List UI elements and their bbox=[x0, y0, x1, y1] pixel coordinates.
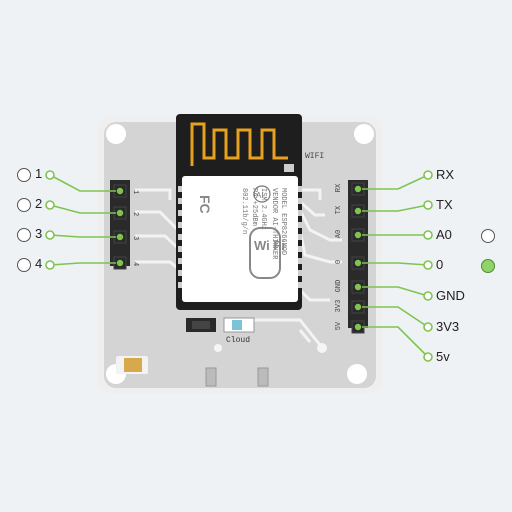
pin-dot[interactable] bbox=[354, 303, 362, 311]
silk-left: 1 2 3 4 bbox=[131, 190, 139, 266]
wire bbox=[49, 204, 116, 214]
left-pin-label: 2 bbox=[35, 196, 43, 211]
wire-terminal[interactable] bbox=[45, 200, 55, 210]
wire-terminal[interactable] bbox=[423, 291, 433, 301]
wire-terminal[interactable] bbox=[423, 230, 433, 240]
pin-state-toggle[interactable] bbox=[17, 198, 31, 212]
pin-dot[interactable] bbox=[354, 259, 362, 267]
esp-module bbox=[176, 114, 302, 310]
svg-text:Wi Fi: Wi Fi bbox=[254, 238, 285, 253]
wire bbox=[49, 234, 116, 238]
mount-hole-br bbox=[347, 364, 367, 384]
wire-terminal[interactable] bbox=[45, 260, 55, 270]
pin-dot[interactable] bbox=[354, 283, 362, 291]
pin-dot[interactable] bbox=[116, 259, 124, 267]
pin-state-toggle[interactable] bbox=[17, 168, 31, 182]
chip-pa: PA +25dBm bbox=[250, 188, 258, 226]
pad bbox=[205, 367, 217, 387]
left-pin-label: 3 bbox=[35, 226, 43, 241]
chip-ism: ISM 2.4GHz bbox=[259, 188, 267, 230]
wire-terminal[interactable] bbox=[423, 322, 433, 332]
right-pin-label: RX bbox=[436, 167, 455, 182]
silk-right-label: A0 bbox=[335, 230, 343, 238]
wire bbox=[362, 204, 429, 212]
right-pin-label: GND bbox=[436, 288, 465, 303]
silk-right-label: GND bbox=[335, 280, 343, 293]
silk-right-label: TX bbox=[335, 205, 343, 214]
chip-vendor: VENDOR AI-THINKER bbox=[270, 188, 278, 260]
left-pin-dots bbox=[113, 184, 127, 270]
left-connector bbox=[110, 180, 130, 266]
ai-logo bbox=[253, 185, 271, 203]
fc-mark: FC bbox=[197, 195, 213, 214]
mount-hole-tr bbox=[354, 124, 374, 144]
pin-dot[interactable] bbox=[116, 233, 124, 241]
right-pin-label: 5v bbox=[436, 349, 450, 364]
pin-dot[interactable] bbox=[354, 231, 362, 239]
pin-dot[interactable] bbox=[116, 209, 124, 217]
ai-logo-text: AI bbox=[256, 191, 264, 200]
wire-terminal[interactable] bbox=[423, 170, 433, 180]
wire-terminal[interactable] bbox=[423, 260, 433, 270]
right-wires bbox=[362, 170, 433, 362]
wifi-logo: Wi Fi bbox=[249, 227, 285, 279]
silk-right-label: 0 bbox=[335, 260, 343, 264]
wire bbox=[362, 174, 429, 190]
silk-left-label: 3 bbox=[131, 236, 139, 240]
right-pin-label: A0 bbox=[436, 227, 452, 242]
left-pin-label: 4 bbox=[35, 256, 43, 271]
right-pin-label: TX bbox=[436, 197, 453, 212]
pin-dot[interactable] bbox=[354, 207, 362, 215]
module-label: WIFI bbox=[305, 152, 324, 161]
silk-left-label: 2 bbox=[131, 212, 139, 216]
right-pin-label: 3V3 bbox=[436, 319, 460, 334]
left-wires bbox=[45, 170, 116, 270]
chip-markings: MODEL ESP8266MOD VENDOR AI-THINKER ISM 2… bbox=[240, 188, 287, 260]
wire bbox=[362, 306, 429, 328]
wire bbox=[362, 326, 429, 358]
pin-dot[interactable] bbox=[354, 323, 362, 331]
wire-terminal[interactable] bbox=[423, 200, 433, 210]
chip-model: MODEL ESP8266MOD bbox=[279, 188, 287, 255]
wire-terminal[interactable] bbox=[423, 352, 433, 362]
via bbox=[214, 344, 222, 352]
pin-dot[interactable] bbox=[116, 187, 124, 195]
right-pin-dots bbox=[351, 182, 365, 334]
antenna-trace bbox=[190, 122, 288, 166]
cloud-label: Cloud bbox=[226, 336, 250, 345]
wire bbox=[49, 174, 116, 192]
silk-left-label: 1 bbox=[131, 190, 139, 194]
pad bbox=[257, 367, 269, 387]
pin-state-toggle[interactable] bbox=[17, 258, 31, 272]
pin-state-toggle[interactable] bbox=[481, 229, 495, 243]
via bbox=[317, 343, 327, 353]
mount-hole-tl bbox=[106, 124, 126, 144]
chip-std: 802.11b/g/n bbox=[240, 188, 248, 234]
module-shield bbox=[182, 176, 298, 302]
wire bbox=[362, 262, 429, 266]
wire bbox=[49, 262, 116, 266]
silk-right-label: 3V3 bbox=[335, 300, 343, 313]
pin-dot[interactable] bbox=[354, 185, 362, 193]
wire bbox=[362, 286, 429, 297]
wire-terminal[interactable] bbox=[45, 170, 55, 180]
left-pin-label: 1 bbox=[35, 166, 43, 181]
silk-right-label: RX bbox=[335, 183, 343, 192]
smd-part bbox=[284, 164, 294, 172]
silk-left-label: 4 bbox=[131, 262, 139, 266]
pin-state-toggle[interactable] bbox=[481, 259, 495, 273]
right-pin-label: 0 bbox=[436, 257, 444, 272]
wire-terminal[interactable] bbox=[45, 230, 55, 240]
silk-right-label: 5V bbox=[335, 321, 343, 330]
pcb-traces bbox=[135, 188, 342, 346]
pin-state-toggle[interactable] bbox=[17, 228, 31, 242]
